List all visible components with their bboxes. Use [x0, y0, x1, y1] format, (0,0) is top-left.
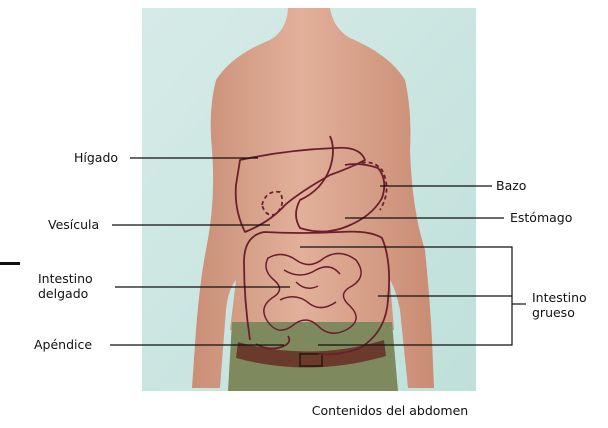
spleen-outline: [354, 161, 388, 211]
edge-mark: [0, 262, 20, 265]
label-apendice: Apéndice: [34, 337, 93, 352]
appendix-outline: [255, 335, 291, 350]
label-intestino-grueso: Intestino grueso: [532, 290, 587, 320]
leader-lines: [110, 157, 526, 346]
label-higado: Hígado: [74, 150, 119, 165]
liver-outline: [234, 146, 366, 233]
torso: [192, 8, 434, 388]
figure-caption: Contenidos del abdomen: [311, 403, 469, 418]
organ-outlines: [234, 135, 391, 356]
small-intestine-outline: [263, 252, 362, 334]
label-estomago: Estómago: [510, 210, 573, 225]
stomach-outline: [295, 135, 386, 233]
label-intestino-delgado: Intestino delgado: [38, 271, 93, 301]
label-bazo: Bazo: [496, 178, 527, 193]
belt-buckle: [299, 353, 323, 367]
gallbladder-outline: [261, 190, 284, 216]
label-vesicula: Vesícula: [48, 217, 100, 232]
large-intestine-outline: [243, 230, 391, 356]
